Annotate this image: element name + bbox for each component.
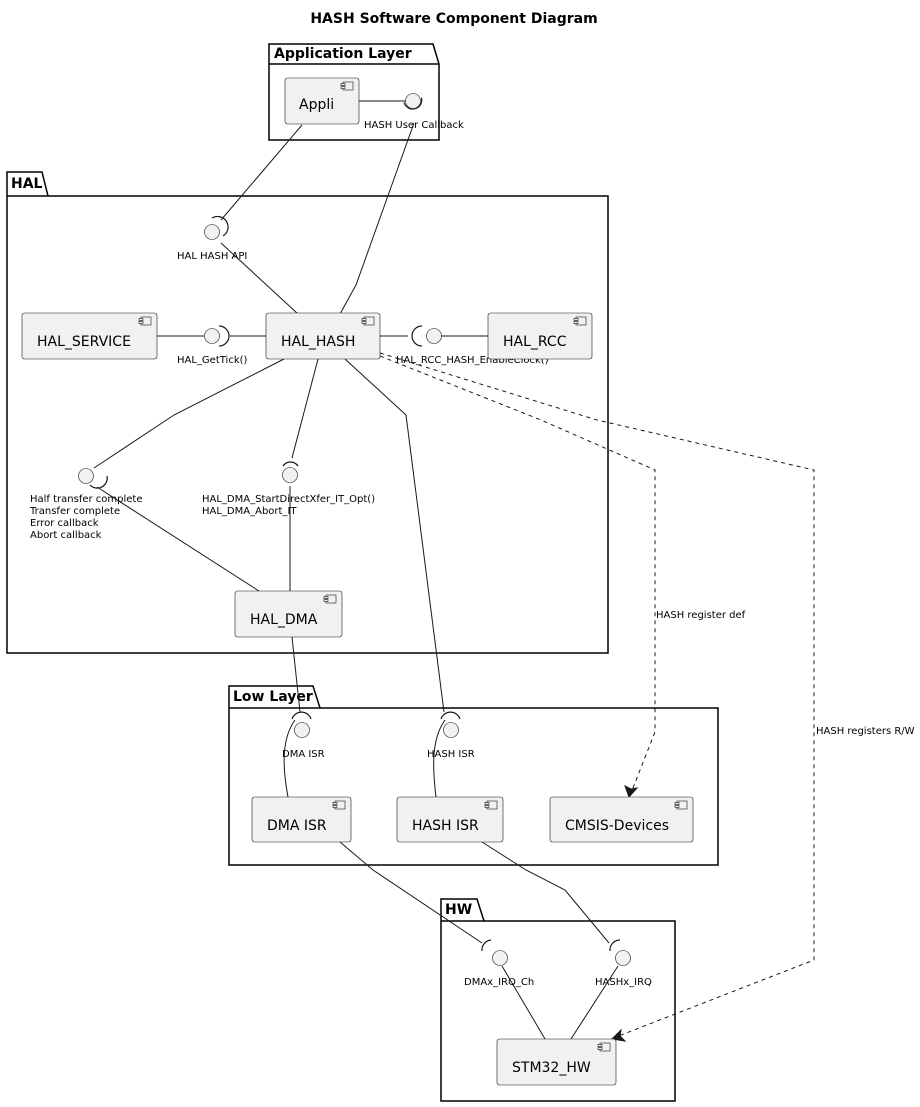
label-dma-callback-4: Abort callback	[30, 530, 102, 541]
label-dmax-irq-ch: DMAx_IRQ_Ch	[464, 977, 534, 988]
label-dma-isr-interface: DMA ISR	[282, 749, 325, 760]
sockets	[89, 97, 621, 952]
label-dma-callback-2: Transfer complete	[29, 506, 120, 517]
interface-dma-api	[282, 467, 298, 483]
component-label-appli: Appli	[299, 97, 334, 113]
interfaces	[78, 93, 631, 966]
component-label-hal-rcc: HAL_RCC	[503, 334, 567, 350]
component-hal-hash: HAL_HASH	[265, 312, 381, 360]
label-dma-api-2: HAL_DMA_Abort_IT	[202, 506, 297, 517]
edge-label-register-def: HASH register def	[656, 610, 746, 621]
package-hal: HAL	[6, 171, 609, 654]
interface-dma-callbacks	[78, 468, 94, 484]
component-appli: Appli	[284, 77, 360, 125]
package-label-low-layer: Low Layer	[233, 689, 313, 705]
edge-label-registers-rw: HASH registers R/W	[816, 726, 915, 737]
interface-rcc-enable-clock	[426, 328, 442, 344]
connections	[93, 100, 815, 1042]
component-dma-isr: DMA ISR	[251, 796, 352, 843]
component-hash-isr: HASH ISR	[396, 796, 504, 843]
interface-hal-hash-api	[204, 224, 220, 240]
interface-hash-user-callback	[405, 93, 421, 109]
component-label-hal-dma: HAL_DMA	[250, 612, 318, 628]
package-label-application-layer: Application Layer	[274, 46, 412, 62]
package-label-hal: HAL	[11, 176, 43, 192]
component-label-cmsis-devices: CMSIS-Devices	[565, 818, 669, 834]
component-label-stm32-hw: STM32_HW	[512, 1060, 591, 1076]
interface-hash-isr	[443, 722, 459, 738]
interface-labels: HASH User Callback HAL HASH API HAL_GetT…	[29, 120, 652, 988]
component-stm32-hw: STM32_HW	[496, 1038, 617, 1086]
component-cmsis-devices: CMSIS-Devices	[549, 796, 694, 843]
label-dma-callback-3: Error callback	[30, 518, 99, 529]
component-hal-dma: HAL_DMA	[234, 590, 343, 638]
component-hal-rcc: HAL_RCC	[487, 312, 593, 360]
diagram-title: HASH Software Component Diagram	[310, 11, 597, 27]
interface-hal-gettick	[204, 328, 220, 344]
label-hal-hash-api: HAL HASH API	[177, 251, 247, 262]
label-dma-api-1: HAL_DMA_StartDirectXfer_IT_Opt()	[202, 494, 375, 505]
label-hashx-irq: HASHx_IRQ	[595, 977, 652, 988]
label-dma-callback-1: Half transfer complete	[30, 494, 143, 505]
component-label-hal-hash: HAL_HASH	[281, 334, 355, 350]
component-label-dma-isr: DMA ISR	[267, 818, 327, 834]
component-label-hash-isr: HASH ISR	[412, 818, 479, 834]
component-hal-service: HAL_SERVICE	[21, 312, 158, 360]
component-label-hal-service: HAL_SERVICE	[37, 334, 131, 350]
interface-dmax-irq-ch	[492, 950, 508, 966]
label-rcc-enable-clock: HAL_RCC_HASH_EnableClock()	[396, 355, 549, 366]
interface-dma-isr	[294, 722, 310, 738]
label-hal-gettick: HAL_GetTick()	[177, 355, 248, 366]
package-label-hw: HW	[445, 902, 472, 918]
label-hash-user-callback: HASH User Callback	[364, 120, 464, 131]
interface-hashx-irq	[615, 950, 631, 966]
label-hash-isr-interface: HASH ISR	[427, 749, 475, 760]
